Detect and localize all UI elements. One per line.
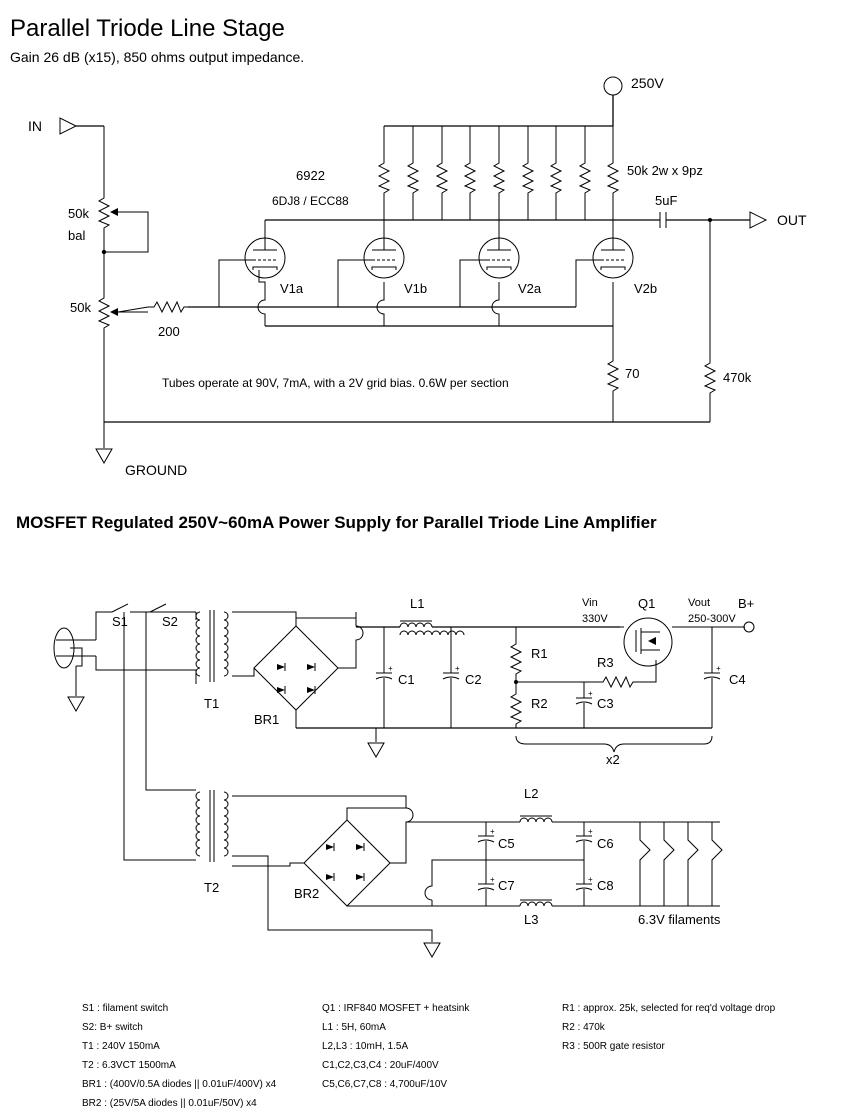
legend-item: L1 : 5H, 60mA (322, 1022, 386, 1033)
tube-v1a (240, 220, 286, 279)
amp-title: Parallel Triode Line Stage (10, 15, 285, 42)
l3-label: L3 (524, 912, 538, 927)
supply-voltage-label: 250V (631, 75, 664, 91)
legend-item: R1 : approx. 25k, selected for req'd vol… (562, 1003, 776, 1014)
vout-label: Vout (688, 597, 710, 609)
plate-resistor-label: 50k 2w x 9pz (627, 163, 703, 178)
c4-label: C4 (729, 672, 746, 687)
legend-item: R3 : 500R gate resistor (562, 1041, 665, 1052)
bplus-terminal-icon[interactable] (743, 621, 755, 633)
vin-label: Vin (582, 597, 598, 609)
in-terminal-icon[interactable] (59, 117, 78, 135)
pot-bal (98, 191, 110, 233)
c3-label: C3 (597, 696, 614, 711)
tube-v2a (474, 220, 520, 279)
legend-item: S2: B+ switch (82, 1022, 143, 1033)
c8-label: C8 (597, 878, 614, 893)
q1-label: Q1 (638, 596, 655, 611)
c1-label: C1 (398, 672, 415, 687)
v2b-label: V2b (634, 281, 657, 296)
v1b-label: V1b (404, 281, 427, 296)
out-terminal-icon[interactable] (749, 211, 768, 229)
out-label: OUT (777, 212, 807, 228)
v1a-label: V1a (280, 281, 304, 296)
tube-type-label: 6922 (296, 168, 325, 183)
v2a-label: V2a (518, 281, 542, 296)
legend-item: L2,L3 : 10mH, 1.5A (322, 1041, 408, 1052)
pot-bal-sub: bal (68, 228, 85, 243)
r1-label: R1 (531, 646, 548, 661)
filaments (639, 822, 723, 906)
amp-schematic (59, 76, 768, 464)
ground-icon (95, 448, 113, 464)
legend-item: R2 : 470k (562, 1022, 606, 1033)
filaments-label: 6.3V filaments (638, 912, 721, 927)
bridge-br1 (253, 625, 339, 711)
legend-item: Q1 : IRF840 MOSFET + heatsink (322, 1003, 470, 1014)
ps-schematic (53, 603, 755, 958)
parts-legend: S1 : filament switch S2: B+ switch T1 : … (82, 1003, 776, 1109)
mosfet-q1-icon (623, 617, 673, 667)
x2-brace (515, 735, 713, 753)
output-cap-label: 5uF (655, 193, 677, 208)
tube-v1b (359, 220, 405, 279)
x2-label: x2 (606, 752, 620, 767)
amp-subtitle: Gain 26 dB (x15), 850 ohms output impeda… (10, 49, 304, 65)
operating-note: Tubes operate at 90V, 7mA, with a 2V gri… (162, 376, 509, 390)
ps-title: MOSFET Regulated 250V~60mA Power Supply … (16, 513, 657, 532)
c6-label: C6 (597, 836, 614, 851)
legend-item: T2 : 6.3VCT 1500mA (82, 1060, 176, 1071)
l1-label: L1 (410, 596, 424, 611)
s2-label: S2 (162, 614, 178, 629)
br2-label: BR2 (294, 886, 319, 901)
l2-label: L2 (524, 786, 538, 801)
tube-alt-label: 6DJ8 / ECC88 (272, 194, 349, 208)
legend-item: C1,C2,C3,C4 : 20uF/400V (322, 1060, 439, 1071)
t1-label: T1 (204, 696, 219, 711)
vout-value: 250-300V (688, 613, 736, 625)
tube-v2b (588, 220, 634, 279)
r3-label: R3 (597, 655, 614, 670)
pot-level (98, 291, 110, 333)
c5-label: C5 (498, 836, 515, 851)
ground-label: GROUND (125, 462, 187, 478)
legend-item: S1 : filament switch (82, 1003, 168, 1014)
t2-label: T2 (204, 880, 219, 895)
legend-item: T1 : 240V 150mA (82, 1041, 160, 1052)
legend-item: BR1 : (400V/0.5A diodes || 0.01uF/400V) … (82, 1079, 277, 1090)
legend-item: BR2 : (25V/5A diodes || 0.01uF/50V) x4 (82, 1098, 257, 1109)
grid-resistor-label: 200 (158, 324, 180, 339)
legend-item: C5,C6,C7,C8 : 4,700uF/10V (322, 1079, 447, 1090)
r2-label: R2 (531, 696, 548, 711)
pot-level-value: 50k (70, 300, 91, 315)
vin-value: 330V (582, 613, 608, 625)
plate-resistor-bank (378, 126, 619, 220)
c2-label: C2 (465, 672, 482, 687)
bplus-label: B+ (738, 596, 754, 611)
cathode-resistor-label: 70 (625, 366, 639, 381)
br1-label: BR1 (254, 712, 279, 727)
in-label: IN (28, 118, 42, 134)
s1-label: S1 (112, 614, 128, 629)
output-resistor-label: 470k (723, 370, 752, 385)
pot-bal-value: 50k (68, 206, 89, 221)
c7-label: C7 (498, 878, 515, 893)
